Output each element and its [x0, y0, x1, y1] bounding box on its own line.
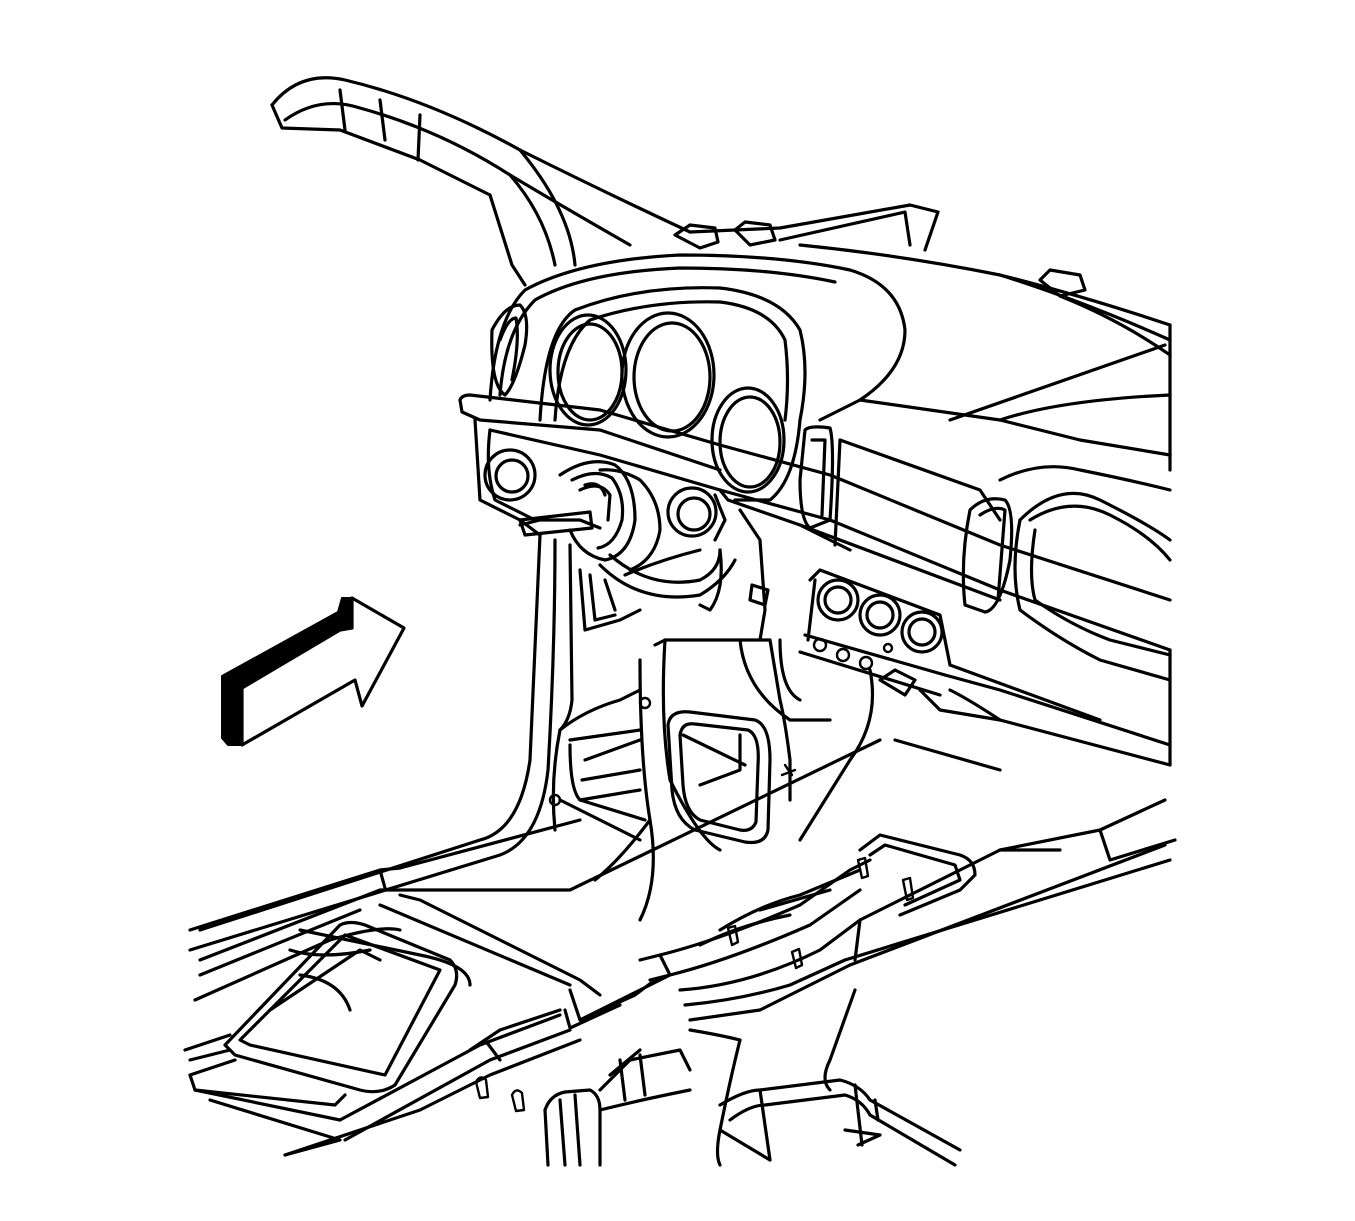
rocker-sill [183, 1008, 582, 1157]
gauge-center-inner [632, 321, 712, 433]
fastener-right-icon [780, 763, 797, 777]
button-4-icon [882, 642, 894, 654]
floor-crossmember [718, 1078, 962, 1167]
gauge-right-inner [718, 395, 782, 489]
center-vent-right [961, 497, 1014, 614]
steering-column-opening [558, 460, 737, 599]
instrument-cluster-hood [488, 253, 907, 502]
wiper-knob-icon [666, 486, 718, 538]
climate-knob-right-icon [900, 610, 944, 654]
button-3-icon [858, 655, 874, 671]
tunnel-console-opening [698, 833, 977, 970]
button-1-icon [812, 637, 828, 653]
windshield-cowl [673, 203, 1172, 357]
gauge-openings [548, 311, 786, 494]
climate-knob-left-icon [816, 578, 860, 622]
left-air-vent [490, 303, 529, 397]
driver-footwell [188, 533, 797, 952]
floor-slot-icon [901, 876, 915, 902]
fastener-lower-icon [548, 793, 562, 807]
center-vent-left [798, 425, 835, 530]
driver-floor-mat [188, 920, 459, 1094]
center-display-bezel [833, 438, 1002, 547]
column-shroud-lower [578, 508, 770, 642]
floor-slot-icon [726, 924, 740, 947]
dash-rail [458, 393, 1172, 652]
fastener-upper-icon [638, 696, 652, 710]
clip-icon [510, 1089, 526, 1113]
lower-trim-panel [474, 1048, 692, 1167]
climate-knob-center-icon [858, 593, 902, 637]
windshield-pillar [270, 76, 692, 287]
lower-passenger-dash [798, 648, 1172, 842]
view-direction-arrow-icon [221, 596, 406, 747]
floor-slot-icon [790, 947, 804, 970]
gauge-right [710, 386, 786, 494]
floor-pan [188, 738, 882, 1002]
gauge-left [548, 313, 628, 427]
passenger-vent [998, 465, 1172, 682]
ignition-key-icon [518, 482, 607, 537]
button-2-icon [835, 647, 851, 663]
clip-icon [474, 1076, 490, 1100]
floor-slot-icon [856, 856, 870, 880]
climate-controls [798, 568, 952, 697]
knee-bolster-opening [666, 710, 772, 845]
headlamp-switch-icon [483, 448, 537, 502]
gauge-center [620, 311, 716, 439]
dash-top-surface [858, 323, 1172, 472]
column-right-knob [666, 486, 727, 542]
